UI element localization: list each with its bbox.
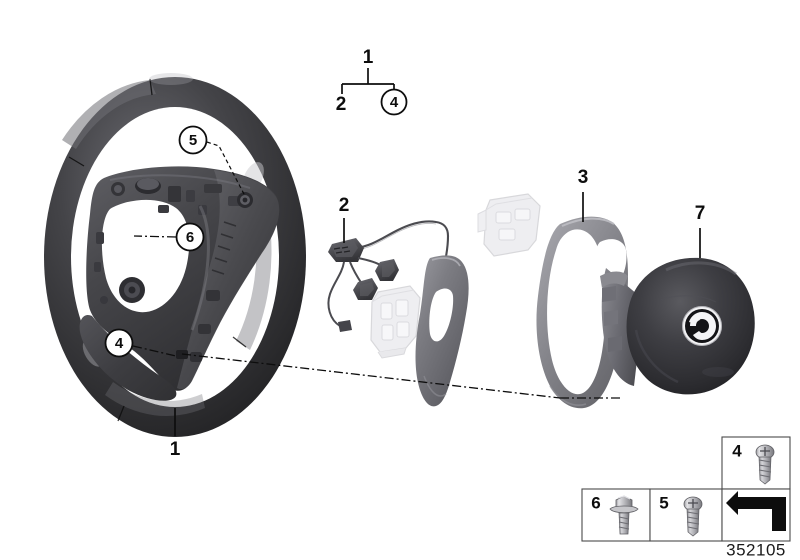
fastener-box-4-label: 4 (732, 441, 742, 460)
callout-2-label: 2 (339, 195, 350, 216)
callout-1-label: 1 (170, 439, 181, 460)
legend-parent-label: 1 (363, 47, 374, 68)
callout-4-wheel-label: 4 (115, 335, 124, 352)
ghost-switch-module-upper (477, 193, 541, 257)
callout-4-wheel: 4 (104, 328, 177, 358)
callout-3: 3 (578, 167, 589, 222)
steering-wheel-assembly (44, 73, 306, 437)
callout-2: 2 (339, 195, 350, 243)
fastener-box-6: 6 (581, 488, 651, 542)
callout-5-wheel-label: 5 (189, 132, 197, 149)
callout-5-wheel: 5 (178, 125, 246, 197)
airbag-module (600, 257, 755, 395)
callout-7-label: 7 (695, 203, 706, 224)
callout-1: 1 (170, 408, 181, 460)
steering-wheel-hub (86, 166, 280, 391)
hex-flange-bolt-icon (609, 495, 639, 535)
callout-3-label: 3 (578, 167, 589, 188)
fastener-box-arrow (721, 488, 791, 542)
legend-child-left-label: 2 (336, 94, 347, 115)
trim-cover-left (415, 255, 469, 407)
fastener-box-5-label: 5 (659, 493, 668, 512)
callout-7: 7 (695, 203, 706, 258)
airbag-emblem-icon (682, 306, 722, 346)
diagram-id-label: 352105 (726, 540, 786, 559)
trim-cover-right (536, 216, 628, 409)
callout-6-wheel: 6 (133, 222, 205, 252)
fastener-box-4: 4 (721, 436, 791, 490)
assembly-reference-line (181, 353, 620, 399)
steering-wheel-lower-spoke (79, 314, 177, 401)
pan-head-screw-icon (755, 444, 775, 485)
legend-child-right-label: 4 (390, 94, 399, 111)
pan-head-screw-icon (683, 496, 703, 537)
fastener-box-6-label: 6 (591, 493, 600, 512)
bent-arrow-icon (726, 491, 786, 531)
fastener-legend: 4 6 (581, 436, 791, 559)
assembly-bracket-legend: 1 2 4 (336, 47, 408, 116)
fastener-box-5: 5 (649, 488, 723, 542)
callout-6-wheel-label: 6 (186, 229, 194, 246)
ghost-switch-module-lower (370, 285, 421, 359)
